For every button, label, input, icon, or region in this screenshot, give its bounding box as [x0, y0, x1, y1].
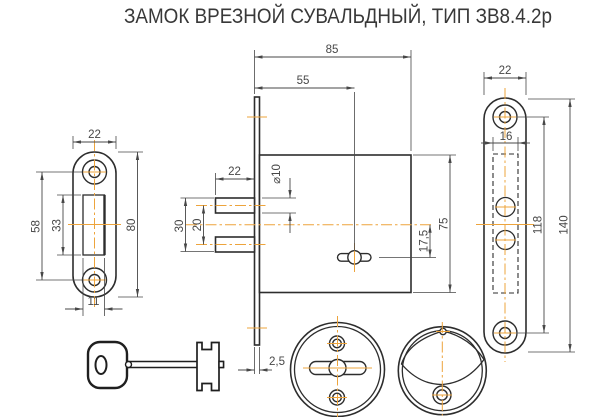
- key-bow-hole: [94, 355, 108, 375]
- dim-bolt-length: 22: [228, 166, 241, 178]
- key-bit: [196, 341, 220, 392]
- dim-strike-width: 22: [88, 129, 101, 141]
- dim-strike-hole-spacing: 58: [31, 220, 43, 233]
- dim-plate-height: 140: [559, 215, 571, 234]
- drawing-title: ЗАМОК ВРЕЗНОЙ СУВАЛЬДНЫЙ, ТИП ЗВ8.4.2р: [124, 3, 552, 28]
- faceplate-view: 22 16 118 140: [476, 65, 575, 362]
- key-collar: [124, 360, 133, 369]
- dim-bolts-center-spacing: 20: [192, 219, 204, 232]
- dim-backset: 55: [297, 75, 310, 87]
- dim-strike-slot-width: 11: [88, 296, 100, 308]
- dim-bolt-diameter: ⌀10: [271, 164, 283, 184]
- dim-body-height: 75: [439, 218, 451, 231]
- dim-strike-slot-height: 33: [52, 219, 64, 232]
- dim-plate-width: 22: [499, 65, 512, 77]
- escutcheon-cover-view: [397, 322, 488, 416]
- dim-body-width: 85: [326, 44, 339, 56]
- key-view: [86, 340, 225, 392]
- escutcheon-keyhole-view: [289, 316, 386, 417]
- dim-bolts-outer-span: 30: [174, 220, 186, 233]
- dim-body-thickness: 16: [500, 131, 513, 143]
- dim-keyhole-offset: 17,5: [419, 230, 431, 252]
- lock-body-view: 85 55 22 ⌀10 30 20 75 17,5: [174, 44, 456, 374]
- key-tip: [218, 360, 225, 369]
- dim-strike-height: 80: [126, 219, 138, 232]
- dim-faceplate-thickness: 2,5: [269, 356, 285, 368]
- dim-plate-screw-spacing: 118: [533, 216, 545, 234]
- strike-plate-view: 22 58 33 80 11: [31, 129, 143, 316]
- lock-body: [258, 154, 412, 294]
